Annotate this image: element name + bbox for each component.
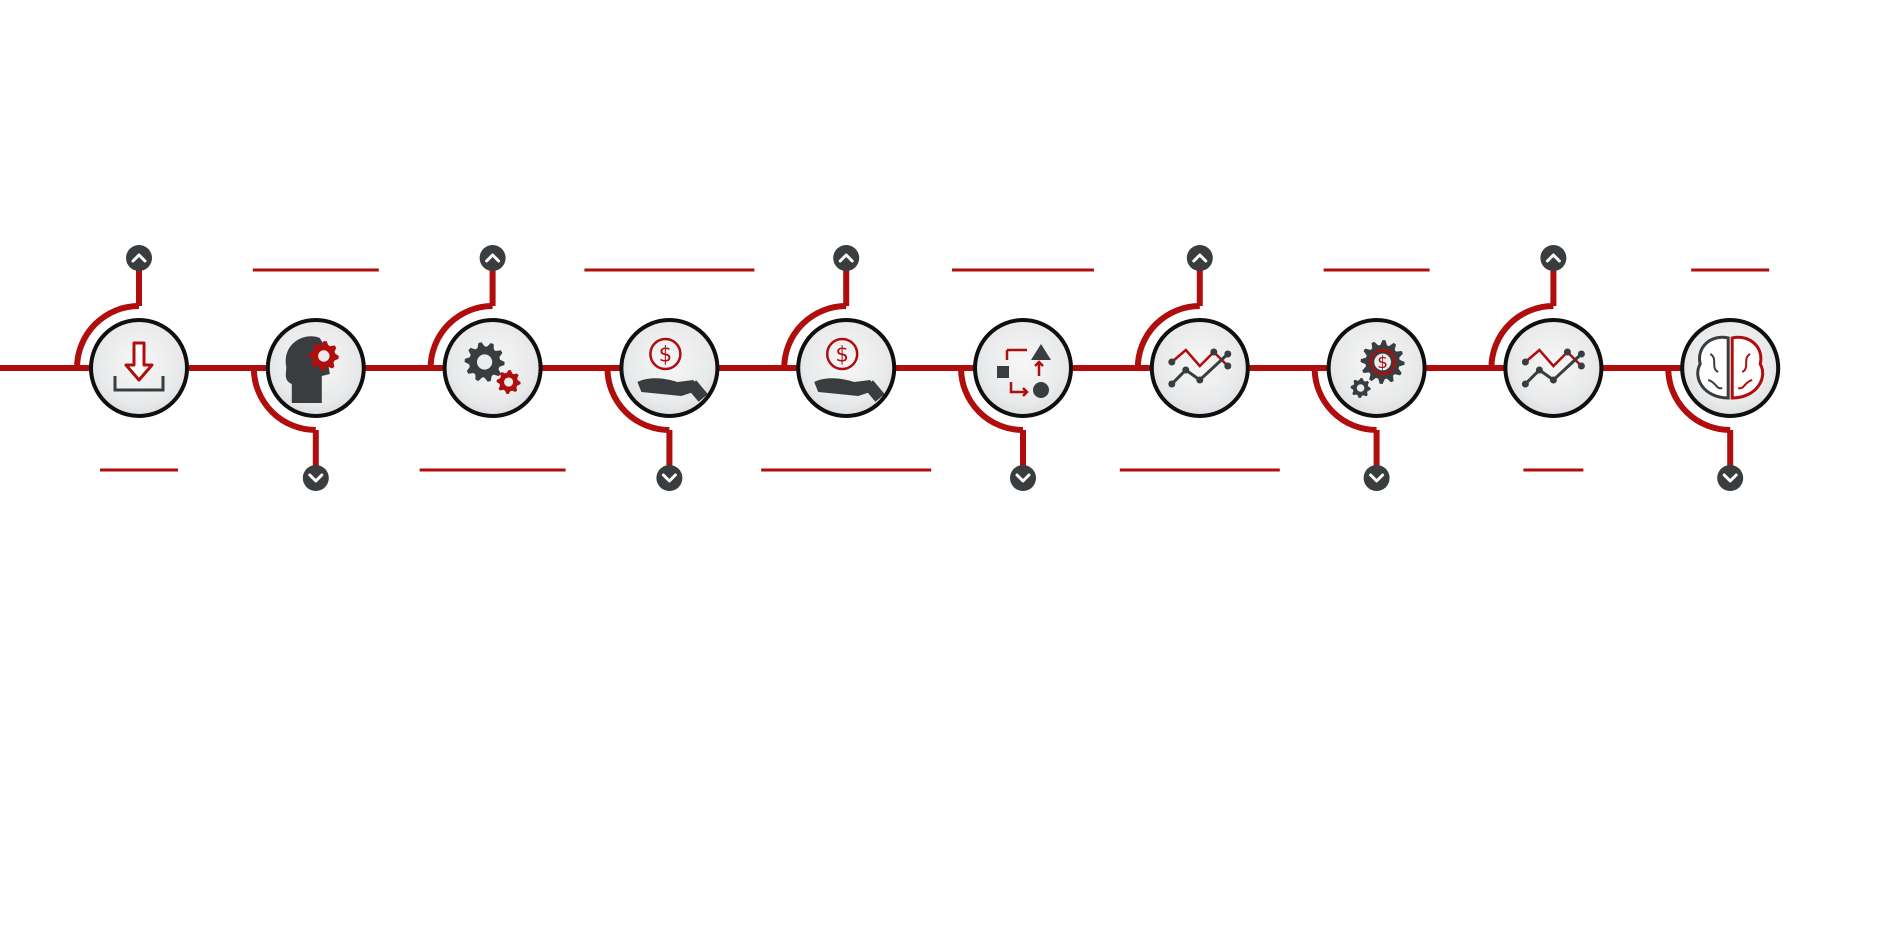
timeline-node: $	[619, 318, 720, 418]
timeline-node	[973, 318, 1073, 418]
chevron-up-icon	[479, 245, 506, 271]
svg-text:$: $	[659, 343, 672, 367]
chevron-up-icon	[1186, 245, 1213, 271]
connector-arc	[74, 303, 140, 369]
chevron-up-icon	[1540, 245, 1567, 271]
timeline-node	[89, 318, 189, 418]
chevron-down-icon	[1010, 465, 1036, 491]
connector-arc	[604, 367, 670, 433]
timeline-node	[442, 318, 543, 418]
connector-arc	[958, 367, 1024, 433]
svg-text:$: $	[836, 343, 849, 367]
timeline-node	[1149, 318, 1250, 418]
chevron-down-icon	[656, 465, 683, 491]
chevron-down-icon	[302, 465, 329, 491]
svg-text:$: $	[1377, 352, 1388, 372]
hand-dollar-icon: $	[637, 337, 708, 402]
connector-arc	[427, 303, 493, 369]
brain-icon	[1696, 335, 1765, 400]
hand-dollar-icon: $	[814, 337, 885, 402]
connector-arc	[1134, 303, 1200, 369]
chevron-down-icon	[1717, 465, 1744, 491]
shapes-flow-icon	[997, 344, 1051, 398]
timeline-node	[1503, 318, 1604, 418]
chevron-up-icon	[126, 245, 152, 271]
timeline-node	[265, 318, 366, 418]
timeline-node: $	[1326, 318, 1427, 418]
connector-arc	[1488, 303, 1554, 369]
connector-arc	[1311, 367, 1377, 433]
line-chart-icon	[1521, 348, 1585, 388]
timeline-nodes: $ $ $	[89, 245, 1781, 491]
connector-arc	[250, 367, 316, 433]
gear-dollar-icon: $	[1350, 340, 1405, 398]
download-icon	[113, 341, 165, 392]
line-chart-icon	[1168, 348, 1232, 388]
head-gear-icon	[285, 336, 339, 403]
connector-arc	[781, 303, 847, 369]
chevron-down-icon	[1363, 465, 1390, 491]
chevron-up-icon	[833, 245, 860, 271]
timeline-node	[1680, 318, 1781, 418]
timeline-node: $	[796, 318, 897, 418]
connector-arc	[1665, 367, 1731, 433]
gears-icon	[464, 342, 521, 394]
